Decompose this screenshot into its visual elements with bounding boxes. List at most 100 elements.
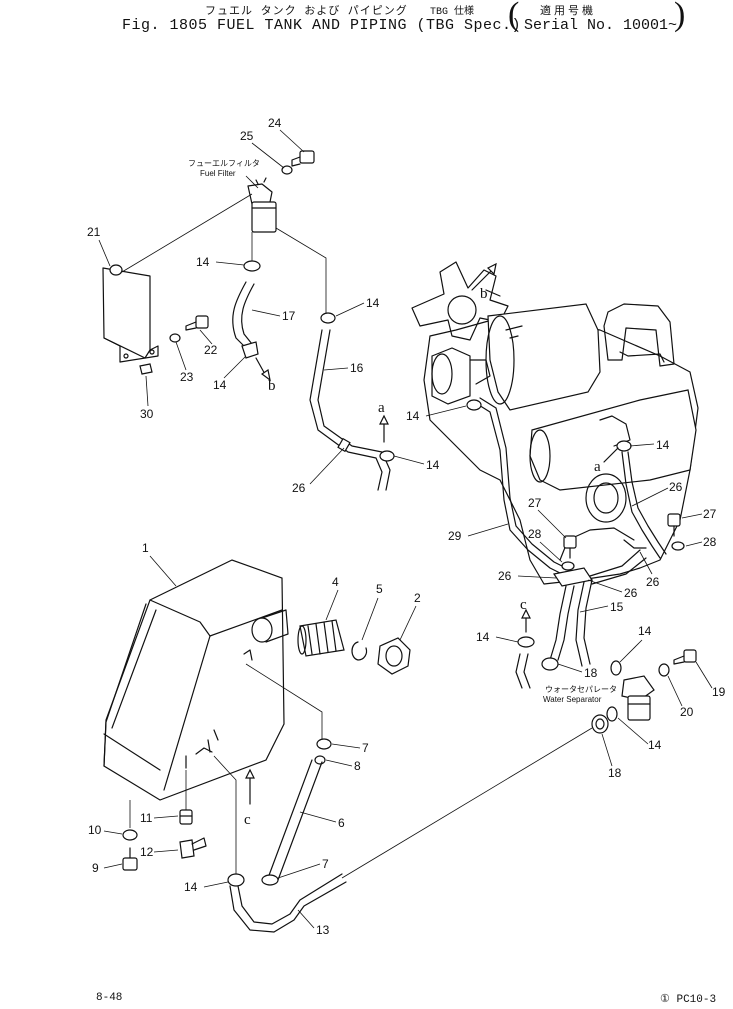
label-14-f: 14 — [656, 438, 670, 452]
washer-23 — [169, 333, 181, 343]
label-17: 17 — [282, 309, 296, 323]
water-separator — [621, 675, 655, 721]
washer-25 — [281, 165, 293, 175]
clamp-14-c — [320, 312, 336, 324]
bracket-21 — [102, 264, 159, 363]
valve-12 — [179, 837, 207, 859]
pipe-29 — [473, 397, 575, 579]
clamp-14-f — [616, 440, 632, 452]
fuel-filter — [247, 177, 277, 233]
ref-c-left: c — [244, 812, 251, 828]
clamp-14-e — [466, 399, 482, 411]
washer-10 — [122, 829, 138, 841]
label-22: 22 — [204, 343, 218, 357]
plug-8 — [314, 755, 326, 765]
label-28-a: 28 — [528, 527, 542, 541]
hose-end-18 — [541, 657, 559, 671]
label-26-e: 26 — [624, 586, 638, 600]
label-26-d: 26 — [498, 569, 512, 583]
label-5: 5 — [376, 582, 383, 596]
label-21: 21 — [87, 225, 101, 239]
label-27-b: 27 — [703, 507, 717, 521]
ref-a-right: a — [594, 459, 601, 475]
label-1: 1 — [142, 541, 149, 555]
label-14-c: 14 — [366, 296, 380, 310]
label-27-a: 27 — [528, 496, 542, 510]
label-10: 10 — [88, 823, 102, 837]
bolt-19 — [673, 649, 697, 665]
bolt-9 — [122, 847, 138, 871]
ring-5 — [351, 641, 368, 661]
label-7-a: 7 — [362, 741, 369, 755]
label-9: 9 — [92, 861, 99, 875]
hose-18-left — [515, 653, 531, 689]
label-15: 15 — [610, 600, 624, 614]
label-14-g: 14 — [476, 630, 490, 644]
page-title: Fig. 1805 FUEL TANK AND PIPING (TBG Spec… — [122, 17, 522, 34]
label-19: 19 — [712, 685, 726, 699]
label-8: 8 — [354, 759, 361, 773]
washer-28-mid — [561, 561, 575, 571]
ref-b-left: b — [268, 378, 276, 394]
fuel-filter-label-jp: フューエルフィルタ — [188, 159, 260, 168]
label-13: 13 — [316, 923, 330, 937]
label-14-i: 14 — [648, 738, 662, 752]
serial-bracket-right: ) — [674, 0, 686, 33]
fitting-11 — [179, 809, 193, 825]
washer-28-right — [671, 541, 685, 551]
clamp-7-b — [261, 874, 279, 886]
label-4: 4 — [332, 575, 339, 589]
pipe-16 — [309, 329, 391, 491]
label-23: 23 — [180, 370, 194, 384]
label-16: 16 — [350, 361, 364, 375]
strainer-4 — [297, 619, 345, 657]
serial-japanese: 適用号機 — [540, 6, 596, 18]
label-14-h: 14 — [638, 624, 652, 638]
bolt-24 — [291, 150, 315, 167]
label-12: 12 — [140, 845, 154, 859]
label-14-j: 14 — [184, 880, 198, 894]
bolt-27-right — [667, 513, 681, 537]
title-tbg-japanese: TBG 仕様 — [430, 7, 475, 18]
engine — [411, 261, 699, 585]
bolt-22 — [185, 315, 209, 331]
label-6: 6 — [338, 816, 345, 830]
title-japanese: フュエル タンク および パイピング — [205, 6, 408, 18]
label-14-e: 14 — [406, 409, 420, 423]
clamp-14-g — [517, 636, 535, 648]
nut-30 — [139, 363, 153, 375]
ref-c-right: c — [520, 597, 527, 613]
label-20: 20 — [680, 705, 694, 719]
clamp-14-i — [606, 706, 618, 722]
clamp-14-d — [379, 450, 395, 462]
label-2: 2 — [414, 591, 421, 605]
fuel-tank — [103, 559, 289, 801]
clamp-14-a — [243, 260, 261, 272]
hose-13 — [229, 873, 347, 933]
label-18-b: 18 — [608, 766, 622, 780]
label-18-a: 18 — [584, 666, 598, 680]
serial-bracket-left: ( — [508, 0, 520, 33]
grommet-18 — [591, 714, 609, 734]
label-26-a: 26 — [292, 481, 306, 495]
label-29: 29 — [448, 529, 462, 543]
page-number: 8-48 — [96, 992, 123, 1004]
catalog-code: ① PC10-3 — [660, 994, 717, 1006]
label-7-b: 7 — [322, 857, 329, 871]
serial-number: Serial No. 10001~ — [524, 17, 678, 34]
label-11: 11 — [140, 811, 153, 825]
clamp-14-h — [610, 660, 622, 676]
label-30: 30 — [140, 407, 154, 421]
water-separator-label-jp: ウォータセパレータ — [545, 685, 617, 694]
fuel-filter-label: Fuel Filter — [200, 169, 236, 178]
label-28-b: 28 — [703, 535, 717, 549]
cap-2 — [377, 637, 411, 675]
label-25: 25 — [240, 129, 254, 143]
hose-17 — [232, 281, 259, 359]
pipe-26-right — [621, 451, 667, 559]
water-separator-label: Water Separator — [543, 695, 602, 704]
label-24: 24 — [268, 116, 282, 130]
pipe-15 — [549, 549, 647, 667]
label-14-d: 14 — [426, 458, 440, 472]
